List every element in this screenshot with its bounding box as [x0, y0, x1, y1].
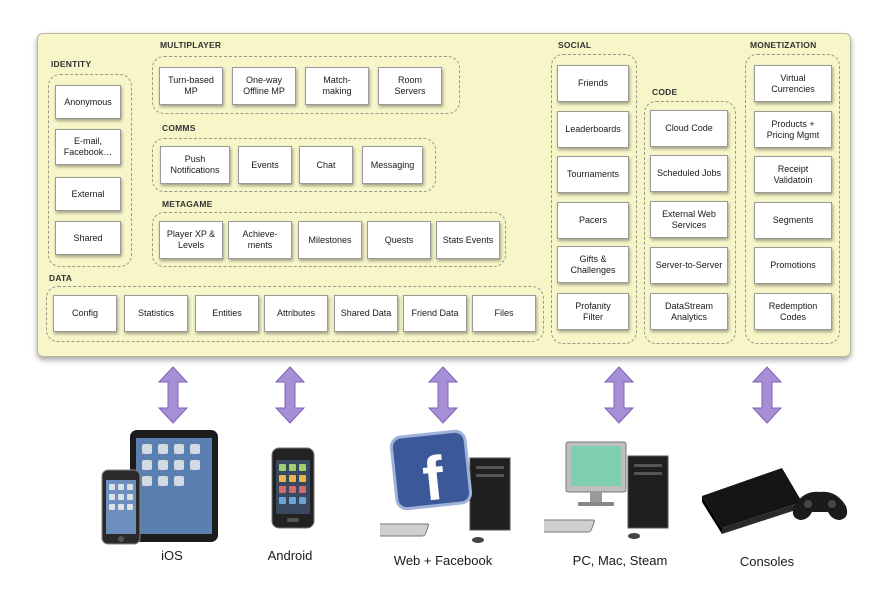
metagame-item: Player XP & Levels [159, 221, 223, 259]
monetization-item: Virtual Currencies [754, 65, 832, 102]
identity-item: External [55, 177, 121, 211]
identity-item: Shared [55, 221, 121, 255]
multiplayer-label: MULTIPLAYER [160, 40, 222, 50]
data-item: Friend Data [403, 295, 467, 332]
monetization-item: Segments [754, 202, 832, 239]
metagame-label: METAGAME [162, 199, 213, 209]
double-arrow-icon [428, 366, 458, 424]
social-group [551, 54, 637, 344]
code-item: Cloud Code [650, 110, 728, 147]
data-item: Config [53, 295, 117, 332]
multiplayer-item: One-way Offline MP [232, 67, 296, 105]
metagame-item: Quests [367, 221, 431, 259]
multiplayer-group [152, 56, 460, 114]
data-item: Statistics [124, 295, 188, 332]
platform-label-ios: iOS [161, 548, 183, 563]
monetization-label: MONETIZATION [750, 40, 817, 50]
monetization-group [745, 54, 840, 344]
comms-item: Messaging [362, 146, 423, 184]
platform-label-pc-mac-steam: PC, Mac, Steam [572, 553, 668, 568]
identity-item: Anonymous [55, 85, 121, 119]
data-item: Files [472, 295, 536, 332]
social-item: Gifts & Challenges [557, 246, 629, 283]
data-item: Attributes [264, 295, 328, 332]
code-group [644, 101, 736, 344]
data-item: Entities [195, 295, 259, 332]
social-item: Pacers [557, 202, 629, 239]
platform-label-consoles: Consoles [739, 554, 795, 569]
double-arrow-icon [752, 366, 782, 424]
code-item: Server-to-Server [650, 247, 728, 284]
double-arrow-icon [275, 366, 305, 424]
metagame-item: Stats Events [436, 221, 500, 259]
metagame-item: Milestones [298, 221, 362, 259]
code-item: Scheduled Jobs [650, 155, 728, 192]
platform-label-android: Android [267, 548, 313, 563]
multiplayer-item: Room Servers [378, 67, 442, 105]
metagame-item: Achieve- ments [228, 221, 292, 259]
comms-item: Events [238, 146, 292, 184]
backend-services-panel: IDENTITY Anonymous E-mail, Facebook… Ext… [37, 33, 851, 357]
identity-label: IDENTITY [51, 59, 92, 69]
pc-computer-icon [544, 441, 669, 539]
double-arrow-icon [158, 366, 188, 424]
android-phone-icon [271, 447, 315, 529]
monetization-item: Promotions [754, 247, 832, 284]
monetization-item: Receipt Validatoin [754, 156, 832, 193]
social-item: Profanity Filter [557, 293, 629, 330]
double-arrow-icon [604, 366, 634, 424]
comms-group [152, 138, 436, 192]
data-group [46, 286, 544, 342]
social-item: Tournaments [557, 156, 629, 193]
social-item: Friends [557, 65, 629, 102]
game-console-icon [702, 468, 848, 534]
metagame-group [152, 212, 506, 267]
code-item: DataStream Analytics [650, 293, 728, 330]
code-label: CODE [652, 87, 678, 97]
identity-group [48, 74, 132, 267]
multiplayer-item: Match- making [305, 67, 369, 105]
social-label: SOCIAL [558, 40, 592, 50]
data-item: Shared Data [334, 295, 398, 332]
comms-item: Chat [299, 146, 353, 184]
comms-label: COMMS [162, 123, 196, 133]
data-label: DATA [49, 273, 73, 283]
monetization-item: Redemption Codes [754, 293, 832, 330]
identity-item: E-mail, Facebook… [55, 129, 121, 165]
monetization-item: Products + Pricing Mgmt [754, 111, 832, 148]
ipad-iphone-icon [101, 430, 218, 545]
social-item: Leaderboards [557, 111, 629, 148]
code-item: External Web Services [650, 201, 728, 238]
comms-item: Push Notifications [160, 146, 230, 184]
multiplayer-item: Turn-based MP [159, 67, 223, 105]
platform-label-web-facebook: Web + Facebook [393, 553, 493, 568]
facebook-web-computer-icon: f [380, 429, 511, 543]
